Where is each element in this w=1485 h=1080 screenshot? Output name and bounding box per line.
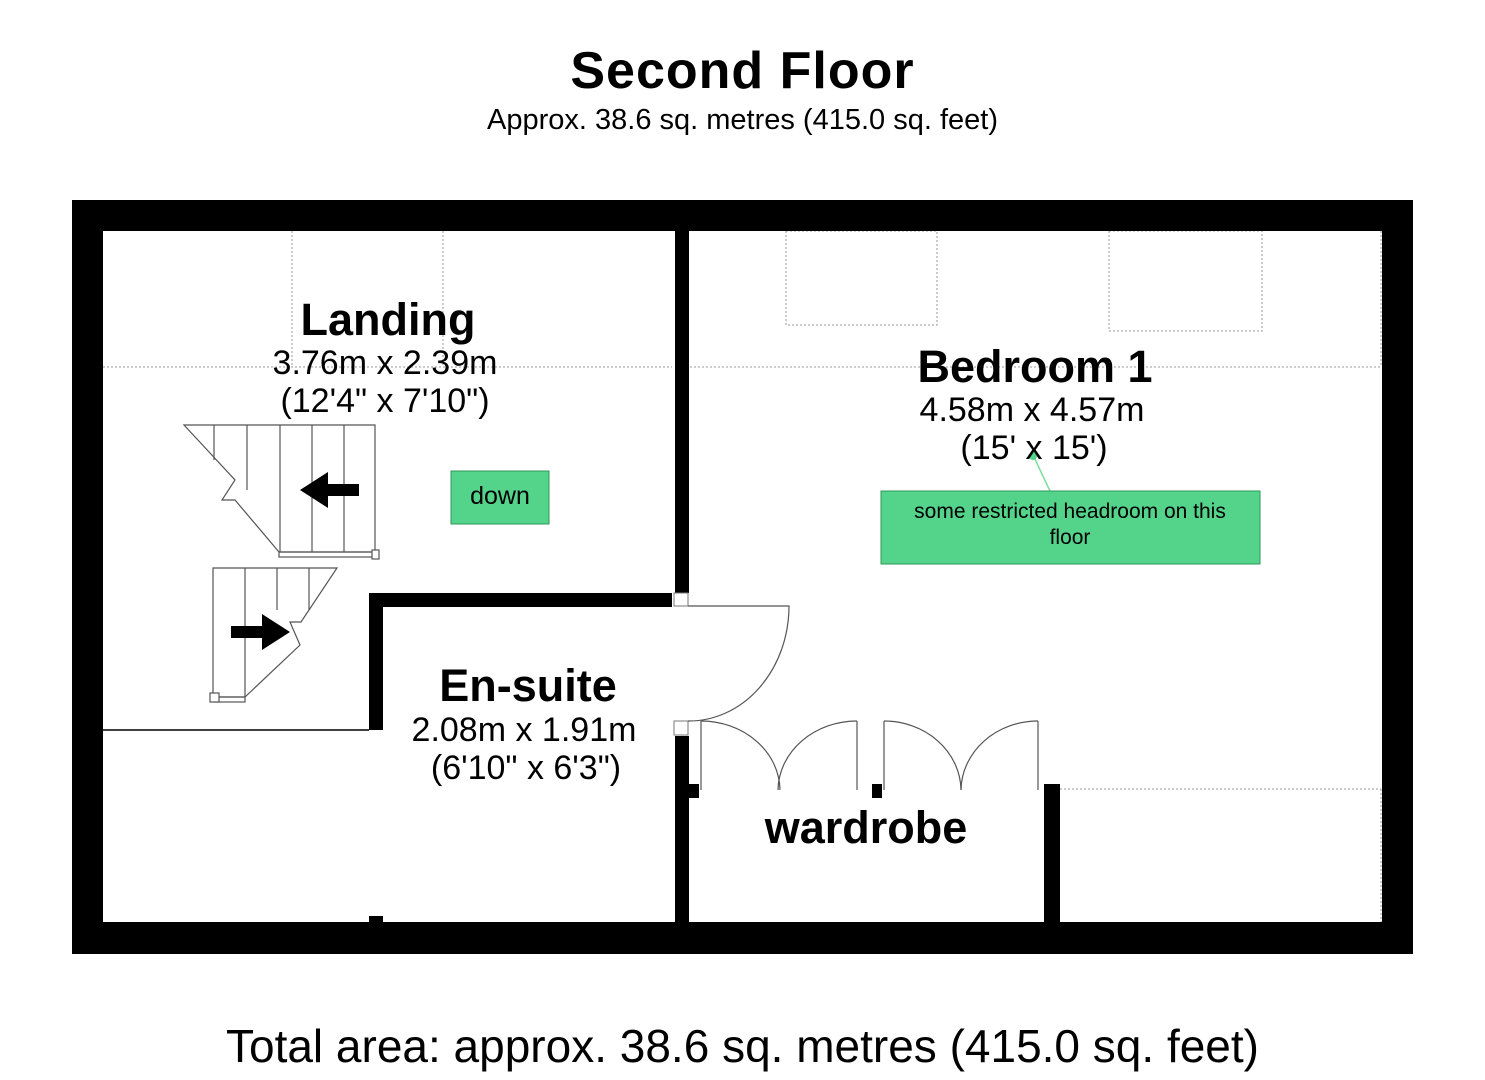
room-dimensions-imperial: (12'4" x 7'10")	[280, 382, 489, 420]
door-jambs	[673, 592, 689, 736]
stair-direction-arrows	[231, 472, 359, 650]
room-dimensions-metric: 3.76m x 2.39m	[273, 344, 498, 382]
room-wardrobe: wardrobe	[764, 802, 968, 853]
note-anchor-dot	[1029, 452, 1037, 460]
plan-header: Second Floor Approx. 38.6 sq. metres (41…	[0, 40, 1485, 138]
arrow-right-icon	[231, 614, 290, 650]
down-label-box	[450, 470, 550, 525]
headroom-note-line1: some restricted headroom on this	[914, 500, 1226, 523]
outer-walls	[72, 200, 1413, 954]
headroom-note-line2: floor	[1050, 526, 1091, 549]
total-area: Total area: approx. 38.6 sq. metres (415…	[225, 1020, 1259, 1072]
wardrobe-doors	[700, 720, 1039, 791]
room-en-suite: En-suite 2.08m x 1.91m (6'10" x 6'3")	[412, 660, 637, 787]
room-dimensions-metric: 4.58m x 4.57m	[920, 391, 1145, 429]
restricted-headroom-lines	[103, 230, 1382, 922]
room-name: Landing	[301, 294, 476, 345]
note-leader-line	[1032, 454, 1051, 492]
interior-walls	[369, 231, 1060, 922]
room-dimensions-imperial: (6'10" x 6'3")	[431, 749, 621, 787]
floor-area-subtitle: Approx. 38.6 sq. metres (415.0 sq. feet)	[487, 104, 998, 136]
room-name: En-suite	[439, 660, 617, 711]
down-label: down	[470, 482, 530, 510]
staircase-upper	[182, 424, 380, 560]
floor-title: Second Floor	[570, 42, 915, 100]
room-dimensions-imperial: (15' x 15')	[960, 429, 1107, 467]
room-landing: Landing 3.76m x 2.39m (12'4" x 7'10")	[273, 294, 498, 420]
room-name: wardrobe	[764, 802, 968, 853]
ensuite-door-swing	[687, 605, 790, 722]
arrow-left-icon	[300, 472, 359, 508]
room-dimensions-metric: 2.08m x 1.91m	[412, 711, 637, 749]
staircase-lower	[209, 567, 339, 703]
room-name: Bedroom 1	[917, 341, 1152, 392]
headroom-note-box	[880, 490, 1261, 565]
room-bedroom-1: Bedroom 1 4.58m x 4.57m (15' x 15')	[917, 341, 1152, 467]
